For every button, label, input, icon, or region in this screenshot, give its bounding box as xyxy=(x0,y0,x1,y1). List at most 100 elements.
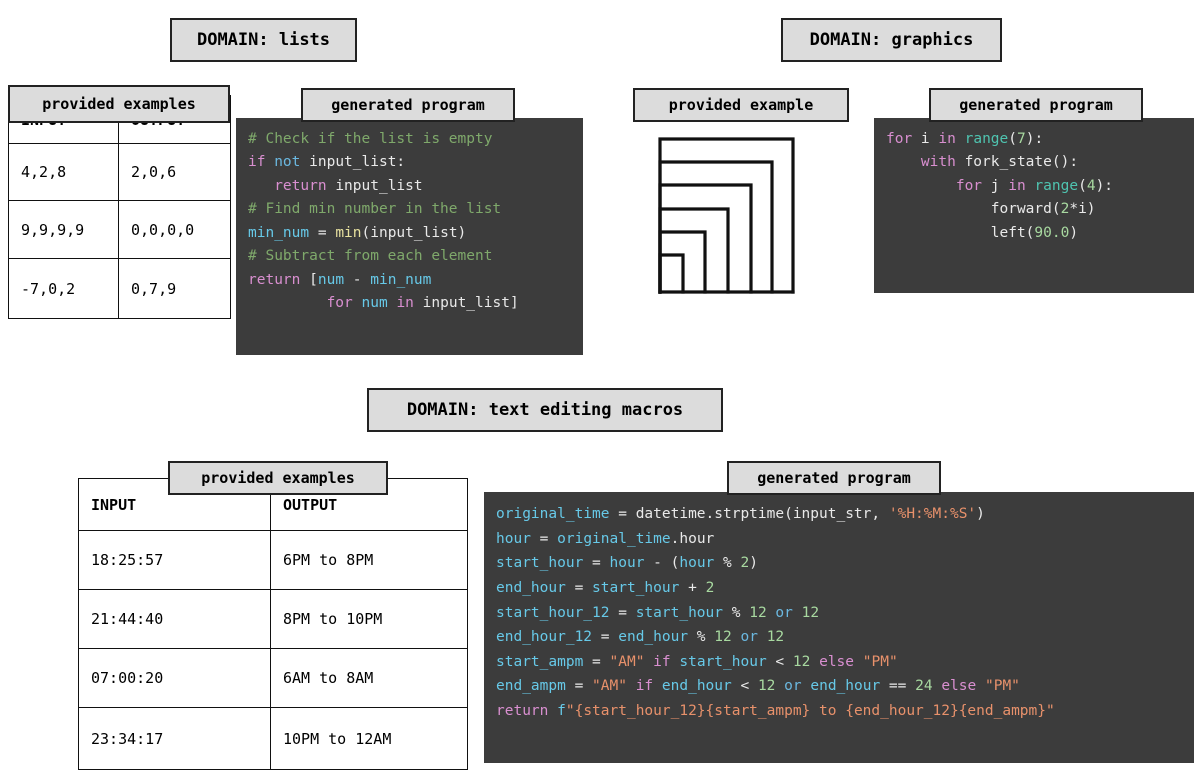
code-token: [ xyxy=(300,271,318,288)
code-token: if xyxy=(653,653,671,670)
code-token: 7 xyxy=(1017,131,1026,147)
code-line: start_hour = hour - (hour % 2) xyxy=(496,551,1182,576)
code-token: end_hour_12 xyxy=(496,629,593,646)
code-token: 2 xyxy=(1060,201,1070,218)
domain-chip-macros: DOMAIN: text editing macros xyxy=(367,388,723,432)
code-token: min_num xyxy=(370,271,432,288)
code-token: "PM" xyxy=(862,653,898,670)
code-token: "{start_hour_12}{start_ampm} to {end_hou… xyxy=(565,703,1055,720)
code-token: - xyxy=(344,271,371,288)
code-token: not xyxy=(274,154,301,171)
code-token: (input_list) xyxy=(361,224,467,241)
code-token: return xyxy=(274,177,327,194)
table-row: 21:44:40 8PM to 10PM xyxy=(78,589,468,649)
code-token: end_hour xyxy=(618,629,689,646)
code-token: 4 xyxy=(1086,177,1096,194)
table-cell-input: 07:00:20 xyxy=(78,648,271,708)
code-line: for num in input_list] xyxy=(248,292,571,315)
table-cell-input: 4,2,8 xyxy=(8,143,119,201)
code-token: < xyxy=(731,678,758,695)
code-token: # Subtract from each element xyxy=(248,248,493,265)
examples-chip-lists: provided examples xyxy=(8,85,230,123)
code-token: = xyxy=(583,555,610,572)
code-token: f xyxy=(557,703,566,720)
code-token: ( xyxy=(1008,131,1017,147)
code-token: = xyxy=(592,629,619,646)
code-token: *i) xyxy=(1069,201,1096,218)
code-token xyxy=(976,678,985,694)
code-token: end_hour xyxy=(661,678,732,695)
code-token xyxy=(653,678,662,694)
code-token: else xyxy=(819,653,855,670)
code-token: ( xyxy=(1078,177,1087,194)
code-token: original_time xyxy=(557,530,671,547)
code-token: for xyxy=(886,131,913,147)
code-token: "PM" xyxy=(984,678,1020,695)
code-token: ) xyxy=(976,506,985,522)
code-token: start_hour xyxy=(679,653,767,670)
code-token: 12 xyxy=(792,653,811,670)
code-token: start_hour xyxy=(635,604,724,621)
code-line: min_num = min(input_list) xyxy=(248,222,571,245)
code-line: return f"{start_hour_12}{start_ampm} to … xyxy=(496,699,1182,724)
code-token: .hour xyxy=(670,530,715,547)
code-line: end_hour = start_hour + 2 xyxy=(496,576,1182,601)
code-token: j xyxy=(982,177,1009,194)
code-token xyxy=(353,295,362,311)
table-row: 4,2,8 2,0,6 xyxy=(8,143,231,201)
code-line: for j in range(4): xyxy=(886,175,1182,198)
code-token: or xyxy=(784,678,802,695)
code-token: end_hour xyxy=(810,678,881,695)
program-chip-graphics: generated program xyxy=(929,88,1143,122)
code-token: if xyxy=(635,678,654,695)
code-token: range xyxy=(964,131,1009,147)
code-token: < xyxy=(766,653,793,670)
code-token: "AM" xyxy=(609,653,645,670)
table-cell-output: 6AM to 8AM xyxy=(270,648,468,708)
code-token: fork_state(): xyxy=(955,154,1079,171)
code-token: or xyxy=(740,629,758,646)
code-token: original_time xyxy=(496,506,610,522)
code-token: 12 xyxy=(766,629,785,646)
code-token: input_list: xyxy=(300,154,406,171)
examples-table-macros: INPUT OUTPUT 18:25:57 6PM to 8PM 21:44:4… xyxy=(78,478,468,770)
code-token: = xyxy=(565,678,593,695)
code-token: input_list xyxy=(326,177,423,194)
table-cell-output: 6PM to 8PM xyxy=(270,530,468,590)
code-token: 12 xyxy=(801,604,820,621)
code-token xyxy=(627,678,636,694)
code-token: min xyxy=(335,224,362,241)
code-line: return [num - min_num xyxy=(248,269,571,292)
code-token: = xyxy=(583,653,610,670)
code-line: end_hour_12 = end_hour % 12 or 12 xyxy=(496,625,1182,650)
code-token: in xyxy=(938,131,956,147)
code-token: left( xyxy=(886,224,1035,241)
code-token: if xyxy=(248,154,275,171)
code-token xyxy=(758,629,767,645)
code-token: end_ampm xyxy=(496,678,566,695)
code-token xyxy=(644,654,653,670)
table-cell-input: 18:25:57 xyxy=(78,530,271,590)
code-line: left(90.0) xyxy=(886,222,1182,245)
code-token: = xyxy=(530,530,558,547)
code-token: + xyxy=(679,579,706,596)
code-token: 12 xyxy=(757,678,776,695)
code-token: min_num xyxy=(248,224,310,241)
code-token: ): xyxy=(1025,131,1044,147)
table-cell-input: 9,9,9,9 xyxy=(8,200,119,259)
code-token xyxy=(248,295,327,311)
program-chip-macros: generated program xyxy=(727,461,941,495)
code-token: - ( xyxy=(644,555,680,572)
code-token: % xyxy=(688,629,715,646)
code-token: = xyxy=(309,224,336,241)
code-token: 2 xyxy=(705,579,715,596)
code-token: in xyxy=(396,295,414,312)
table-cell-output: 0,0,0,0 xyxy=(118,200,231,259)
code-token: else xyxy=(941,678,977,695)
code-token xyxy=(886,154,921,170)
code-line: # Find min number in the list xyxy=(248,198,571,221)
table-cell-output: 10PM to 12AM xyxy=(270,707,468,770)
code-line: hour = original_time.hour xyxy=(496,527,1182,552)
code-token: for xyxy=(326,295,353,312)
